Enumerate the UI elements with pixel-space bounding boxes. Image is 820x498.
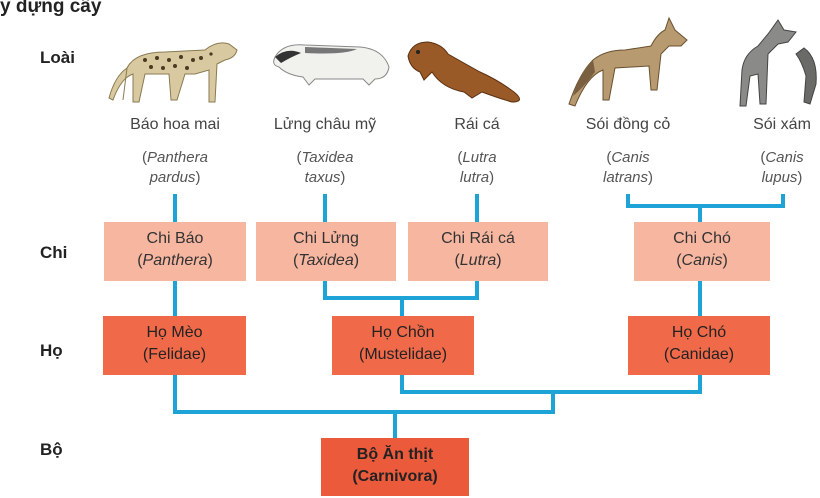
species-sci-gray-wolf: (Canislupus): [707, 148, 820, 188]
species-sci-otter: (Lutralutra): [402, 148, 552, 188]
genus-sci: (Canis): [634, 250, 770, 272]
gray-wolf-icon: [738, 14, 820, 112]
genus-sci-text: Canis: [682, 252, 723, 269]
species-epithet-part: lutra: [460, 169, 489, 186]
species-name-gray-wolf: Sói xám: [707, 116, 820, 134]
genus-box-canis: Chi Chó (Canis): [634, 222, 770, 281]
family-box-mustelidae: Họ Chồn (Mustelidae): [332, 316, 474, 375]
family-box-felidae: Họ Mèo (Felidae): [103, 316, 246, 375]
genus-name: Chi Chó: [634, 228, 770, 250]
leopard-icon: [105, 30, 245, 110]
species-genus-part: Panthera: [147, 149, 208, 166]
family-sci: (Felidae): [103, 344, 246, 366]
family-sci: (Mustelidae): [332, 344, 474, 366]
rank-label-species: Loài: [40, 48, 75, 68]
species-name-leopard: Báo hoa mai: [100, 116, 250, 134]
genus-box-panthera: Chi Báo (Panthera): [104, 222, 246, 281]
connector-canis-species: [628, 196, 783, 206]
genus-sci: (Taxidea): [256, 250, 396, 272]
genus-sci-text: Lutra: [460, 252, 496, 269]
genus-name: Chi Rái cá: [408, 228, 548, 250]
species-genus-part: Canis: [611, 149, 649, 166]
badger-icon: [265, 35, 395, 90]
genus-name: Chi Lửng: [256, 228, 396, 250]
order-box-carnivora: Bộ Ăn thịt (Carnivora): [321, 438, 469, 496]
genus-sci-text: Taxidea: [298, 252, 353, 269]
species-genus-part: Lutra: [462, 149, 496, 166]
species-epithet-part: lupus: [762, 169, 798, 186]
genus-sci-text: Panthera: [143, 252, 208, 269]
species-epithet-part: latrans: [603, 169, 648, 186]
species-name-badger: Lửng châu mỹ: [250, 116, 400, 134]
family-name: Họ Mèo: [103, 322, 246, 344]
order-name: Bộ Ăn thịt: [321, 444, 469, 466]
family-sci: (Canidae): [628, 344, 770, 366]
rank-label-order: Bộ: [40, 440, 63, 460]
genus-sci: (Panthera): [104, 250, 246, 272]
family-box-canidae: Họ Chó (Canidae): [628, 316, 770, 375]
species-sci-badger: (Taxideataxus): [250, 148, 400, 188]
family-name: Họ Chó: [628, 322, 770, 344]
species-epithet-part: taxus: [305, 169, 341, 186]
connector-mustelid-canid: [402, 375, 700, 392]
species-genus-part: Taxidea: [302, 149, 354, 166]
genus-box-taxidea: Chi Lửng (Taxidea): [256, 222, 396, 281]
rank-label-family: Họ: [40, 341, 63, 361]
species-name-otter: Rái cá: [402, 116, 552, 134]
genus-sci: (Lutra): [408, 250, 548, 272]
species-epithet-part: pardus: [150, 169, 196, 186]
coyote-icon: [565, 10, 695, 110]
species-sci-leopard: (Pantherapardus): [100, 148, 250, 188]
genus-name: Chi Báo: [104, 228, 246, 250]
genus-box-lutra: Chi Rái cá (Lutra): [408, 222, 548, 281]
rank-label-genus: Chi: [40, 243, 67, 263]
family-name: Họ Chồn: [332, 322, 474, 344]
order-sci: (Carnivora): [321, 466, 469, 488]
connector-mustelid-genera: [325, 281, 477, 298]
species-genus-part: Canis: [765, 149, 803, 166]
otter-icon: [402, 32, 532, 112]
species-name-coyote: Sói đồng cỏ: [553, 116, 703, 134]
species-sci-coyote: (Canislatrans): [553, 148, 703, 188]
